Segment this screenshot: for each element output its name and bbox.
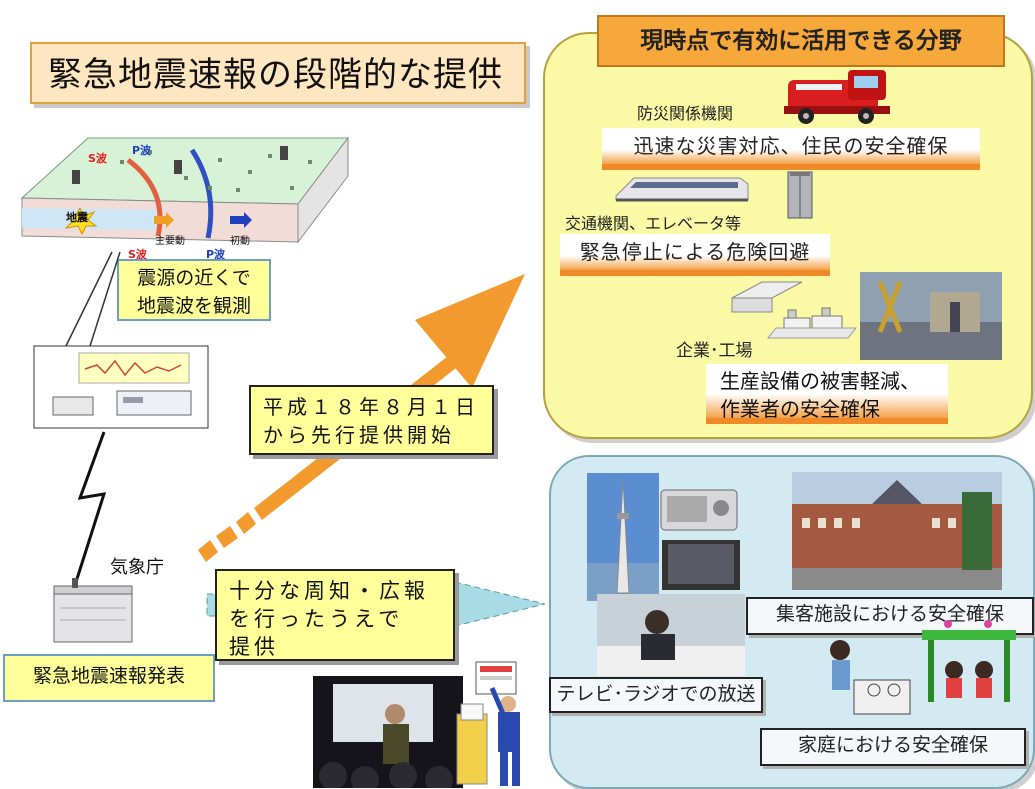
radio-icon xyxy=(660,489,738,531)
broadcast-tower-photo xyxy=(587,473,659,601)
transport-label: 交通機関、エレベータ等 xyxy=(565,214,742,233)
jma-machine-icon xyxy=(53,578,133,643)
transport-action-label: 緊急停止による危険回避 xyxy=(560,234,830,276)
advance-provision-note: 平成１８年８月１日 から先行提供開始 xyxy=(249,385,494,455)
tv-icon xyxy=(662,540,740,590)
initial-motion-label: 初動 xyxy=(230,236,250,247)
train-icon xyxy=(615,177,749,202)
advance-note-line-2: から先行提供開始 xyxy=(263,423,455,447)
page-title: 緊急地震速報の段階的な提供 xyxy=(30,42,526,104)
jma-label: 気象庁 xyxy=(110,557,164,578)
fire-truck-icon xyxy=(784,70,890,124)
factory-equipment-icon xyxy=(731,281,858,339)
full-provision-note: 十分な周知・広報 を行ったうえで 提供 xyxy=(215,569,455,661)
broadcast-label: テレビ･ラジオでの放送 xyxy=(549,677,763,713)
earthquake-map-illustration xyxy=(20,136,350,244)
main-motion-label: 主要動 xyxy=(155,236,185,247)
announcement-label: 緊急地震速報発表 xyxy=(3,654,215,702)
s-wave-label-top: S波 xyxy=(88,152,107,165)
factory-action-line-1: 生産設備の被害軽減、 xyxy=(720,369,920,393)
home-label: 家庭における安全確保 xyxy=(760,728,1026,766)
connection-lines xyxy=(65,251,121,347)
elevator-icon xyxy=(787,171,813,219)
disaster-org-label: 防災関係機関 xyxy=(637,104,734,123)
observation-note-line-1: 震源の近くで xyxy=(137,267,251,289)
disaster-action-label: 迅速な災害対応、住民の安全確保 xyxy=(602,128,980,170)
facility-label: 集客施設における安全確保 xyxy=(746,597,1034,635)
poster-person-illustration xyxy=(475,661,520,786)
newscaster-photo xyxy=(597,594,745,676)
current-fields-title: 現時点で有効に活用できる分野 xyxy=(597,15,1005,67)
home-kitchen-illustration xyxy=(830,640,911,715)
advance-note-line-1: 平成１８年８月１日 xyxy=(263,395,479,419)
seismometer-illustration xyxy=(33,345,209,429)
observation-note-line-2: 地震波を観測 xyxy=(136,295,251,317)
full-note-line-2: を行ったうえで xyxy=(229,607,404,631)
full-note-line-1: 十分な周知・広報 xyxy=(229,579,429,603)
epicenter-label: 地震 xyxy=(66,211,88,224)
p-wave-label-bottom: P波 xyxy=(206,248,226,261)
transmission-bolt-icon xyxy=(74,431,107,583)
full-note-line-3: 提供 xyxy=(229,635,279,659)
observation-note: 震源の近くで 地震波を観測 xyxy=(117,259,271,321)
s-wave-label-bottom: S波 xyxy=(128,248,147,261)
p-wave-label-top: P波 xyxy=(132,144,152,157)
factory-action-line-2: 作業者の安全確保 xyxy=(720,397,880,421)
factory-photo xyxy=(860,272,1002,360)
pamphlet-stand-icon xyxy=(456,703,488,785)
presentation-photo xyxy=(313,676,463,788)
home-table-illustration xyxy=(922,620,1016,702)
factory-label: 企業･工場 xyxy=(676,341,753,361)
factory-action-label: 生産設備の被害軽減、 作業者の安全確保 xyxy=(706,364,948,424)
station-building-photo xyxy=(792,472,1002,590)
